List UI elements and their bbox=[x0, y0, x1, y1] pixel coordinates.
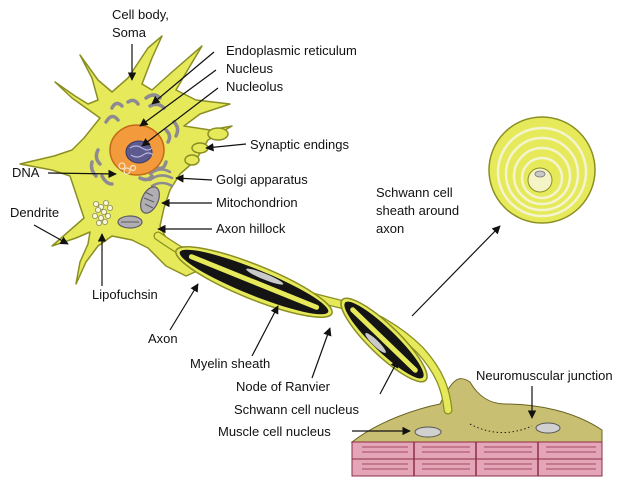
label-dendrite: Dendrite bbox=[10, 205, 59, 220]
label-cell-body: Cell body, bbox=[112, 7, 169, 22]
label-node-of-ranvier: Node of Ranvier bbox=[236, 379, 331, 394]
muscle-striations bbox=[351, 441, 603, 477]
diagram-labels: Cell body, Soma Endoplasmic reticulum Nu… bbox=[10, 7, 613, 439]
muscle-cell-nucleus bbox=[414, 426, 442, 438]
label-axon-hillock: Axon hillock bbox=[216, 221, 286, 236]
label-mitochondrion: Mitochondrion bbox=[216, 195, 298, 210]
label-soma: Soma bbox=[112, 25, 147, 40]
label-muscle-cell-nucleus: Muscle cell nucleus bbox=[218, 424, 331, 439]
synaptic-ending-knobs bbox=[184, 127, 229, 166]
label-neuromuscular-junction: Neuromuscular junction bbox=[476, 368, 613, 383]
label-nucleolus: Nucleolus bbox=[226, 79, 284, 94]
label-schwann-sheath-line-3: axon bbox=[376, 221, 404, 236]
nucleus bbox=[109, 124, 165, 176]
label-schwann-cell-nucleus: Schwann cell nucleus bbox=[234, 402, 360, 417]
label-endoplasmic-reticulum: Endoplasmic reticulum bbox=[226, 43, 357, 58]
muscle-cell-nucleus-2 bbox=[535, 422, 561, 434]
label-myelin-sheath: Myelin sheath bbox=[190, 356, 270, 371]
dna-loops bbox=[118, 162, 137, 175]
mitochondrion bbox=[117, 186, 160, 229]
schwann-nucleus-1 bbox=[246, 268, 284, 285]
label-lipofuchsin: Lipofuchsin bbox=[92, 287, 158, 302]
muscle-surface bbox=[350, 378, 603, 443]
label-schwann-sheath-line-1: Schwann cell bbox=[376, 185, 453, 200]
dna-strands bbox=[129, 145, 154, 158]
nucleolus bbox=[125, 140, 153, 164]
muscle-fiber bbox=[350, 378, 603, 477]
myelin-sheath-segment-1 bbox=[175, 246, 333, 318]
schwann-nucleus-2 bbox=[365, 333, 386, 353]
lipofuchsin-granules bbox=[92, 199, 114, 226]
myelin-sheath-segment-2 bbox=[340, 297, 428, 383]
pointer-lines bbox=[33, 44, 537, 436]
label-nucleus: Nucleus bbox=[226, 61, 273, 76]
label-dna: DNA bbox=[12, 165, 40, 180]
label-schwann-sheath-line-2: sheath around bbox=[376, 203, 459, 218]
golgi-apparatus bbox=[148, 168, 174, 188]
label-axon: Axon bbox=[148, 331, 178, 346]
label-golgi-apparatus: Golgi apparatus bbox=[216, 172, 308, 187]
schwann-cell-cross-section bbox=[488, 116, 596, 224]
label-synaptic-endings: Synaptic endings bbox=[250, 137, 350, 152]
